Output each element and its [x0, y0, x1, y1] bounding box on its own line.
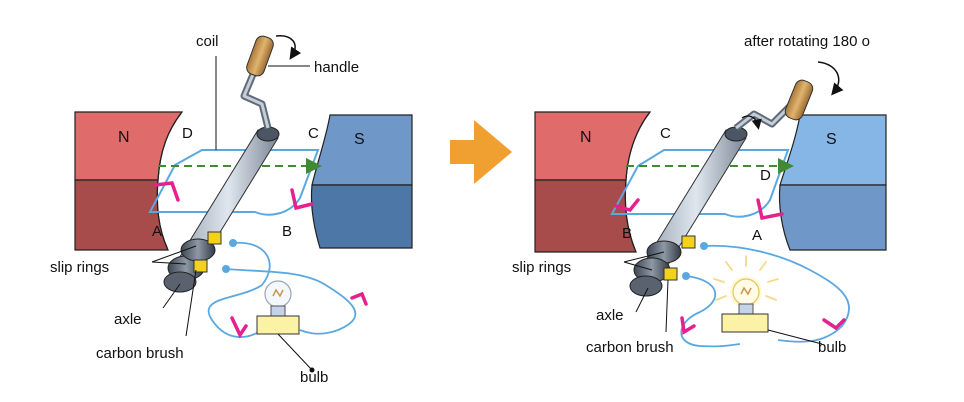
bulb-leader-line	[277, 333, 313, 371]
rotation-path-arrow	[741, 115, 762, 130]
corner-a-label: A	[752, 227, 762, 244]
coil-loop	[610, 149, 790, 218]
light-rays-icon	[713, 255, 779, 301]
handle-grip	[784, 79, 814, 121]
carbon-brush-label: carbon brush	[586, 339, 674, 356]
handle-grip	[246, 35, 274, 77]
bulb-leader-line	[767, 329, 823, 345]
bulb	[721, 276, 769, 333]
south-pole-label: S	[354, 131, 365, 148]
rotation-caption: after rotating 180 o	[744, 33, 870, 50]
circuit-wire	[208, 241, 271, 338]
corner-b-label: B	[622, 225, 632, 242]
south-pole-label: S	[826, 131, 837, 148]
north-magnet-rotated: N	[534, 111, 652, 253]
axle	[163, 126, 280, 293]
curved-arrow-icon	[275, 35, 302, 60]
corner-a-label: A	[152, 223, 162, 240]
north-magnet: N	[74, 111, 184, 251]
circuit-wire	[703, 244, 850, 343]
corner-b-label: B	[282, 223, 292, 240]
corner-d-label: D	[760, 167, 771, 184]
axle-label: axle	[596, 307, 624, 324]
right-panel: N S	[512, 33, 887, 356]
carbon-brush-label: carbon brush	[96, 345, 184, 362]
left-panel: N S	[50, 33, 413, 386]
north-pole-label: N	[118, 129, 130, 146]
bulb	[256, 280, 300, 335]
handle-label: handle	[314, 59, 359, 76]
curved-arrow-icon	[817, 61, 844, 96]
axle-label: axle	[114, 311, 142, 328]
corner-c-label: C	[660, 125, 671, 142]
carbon-brushes	[193, 231, 237, 273]
corner-c-label: C	[308, 125, 319, 142]
right-arrow-icon	[450, 120, 512, 184]
slip-rings-label: slip rings	[50, 259, 109, 276]
corner-d-label: D	[182, 125, 193, 142]
south-magnet: S	[310, 114, 413, 249]
slip-rings-label: slip rings	[512, 259, 571, 276]
current-direction-markers	[614, 198, 846, 335]
circuit-wire-return	[225, 268, 357, 335]
bulb-label: bulb	[300, 369, 328, 386]
coil-loop	[148, 149, 320, 216]
bulb-label: bulb	[818, 339, 846, 356]
current-direction-markers	[153, 181, 368, 339]
south-magnet-rotated: S	[778, 114, 887, 251]
north-pole-label: N	[580, 129, 592, 146]
axle	[629, 126, 748, 297]
coil-label: coil	[196, 33, 219, 50]
